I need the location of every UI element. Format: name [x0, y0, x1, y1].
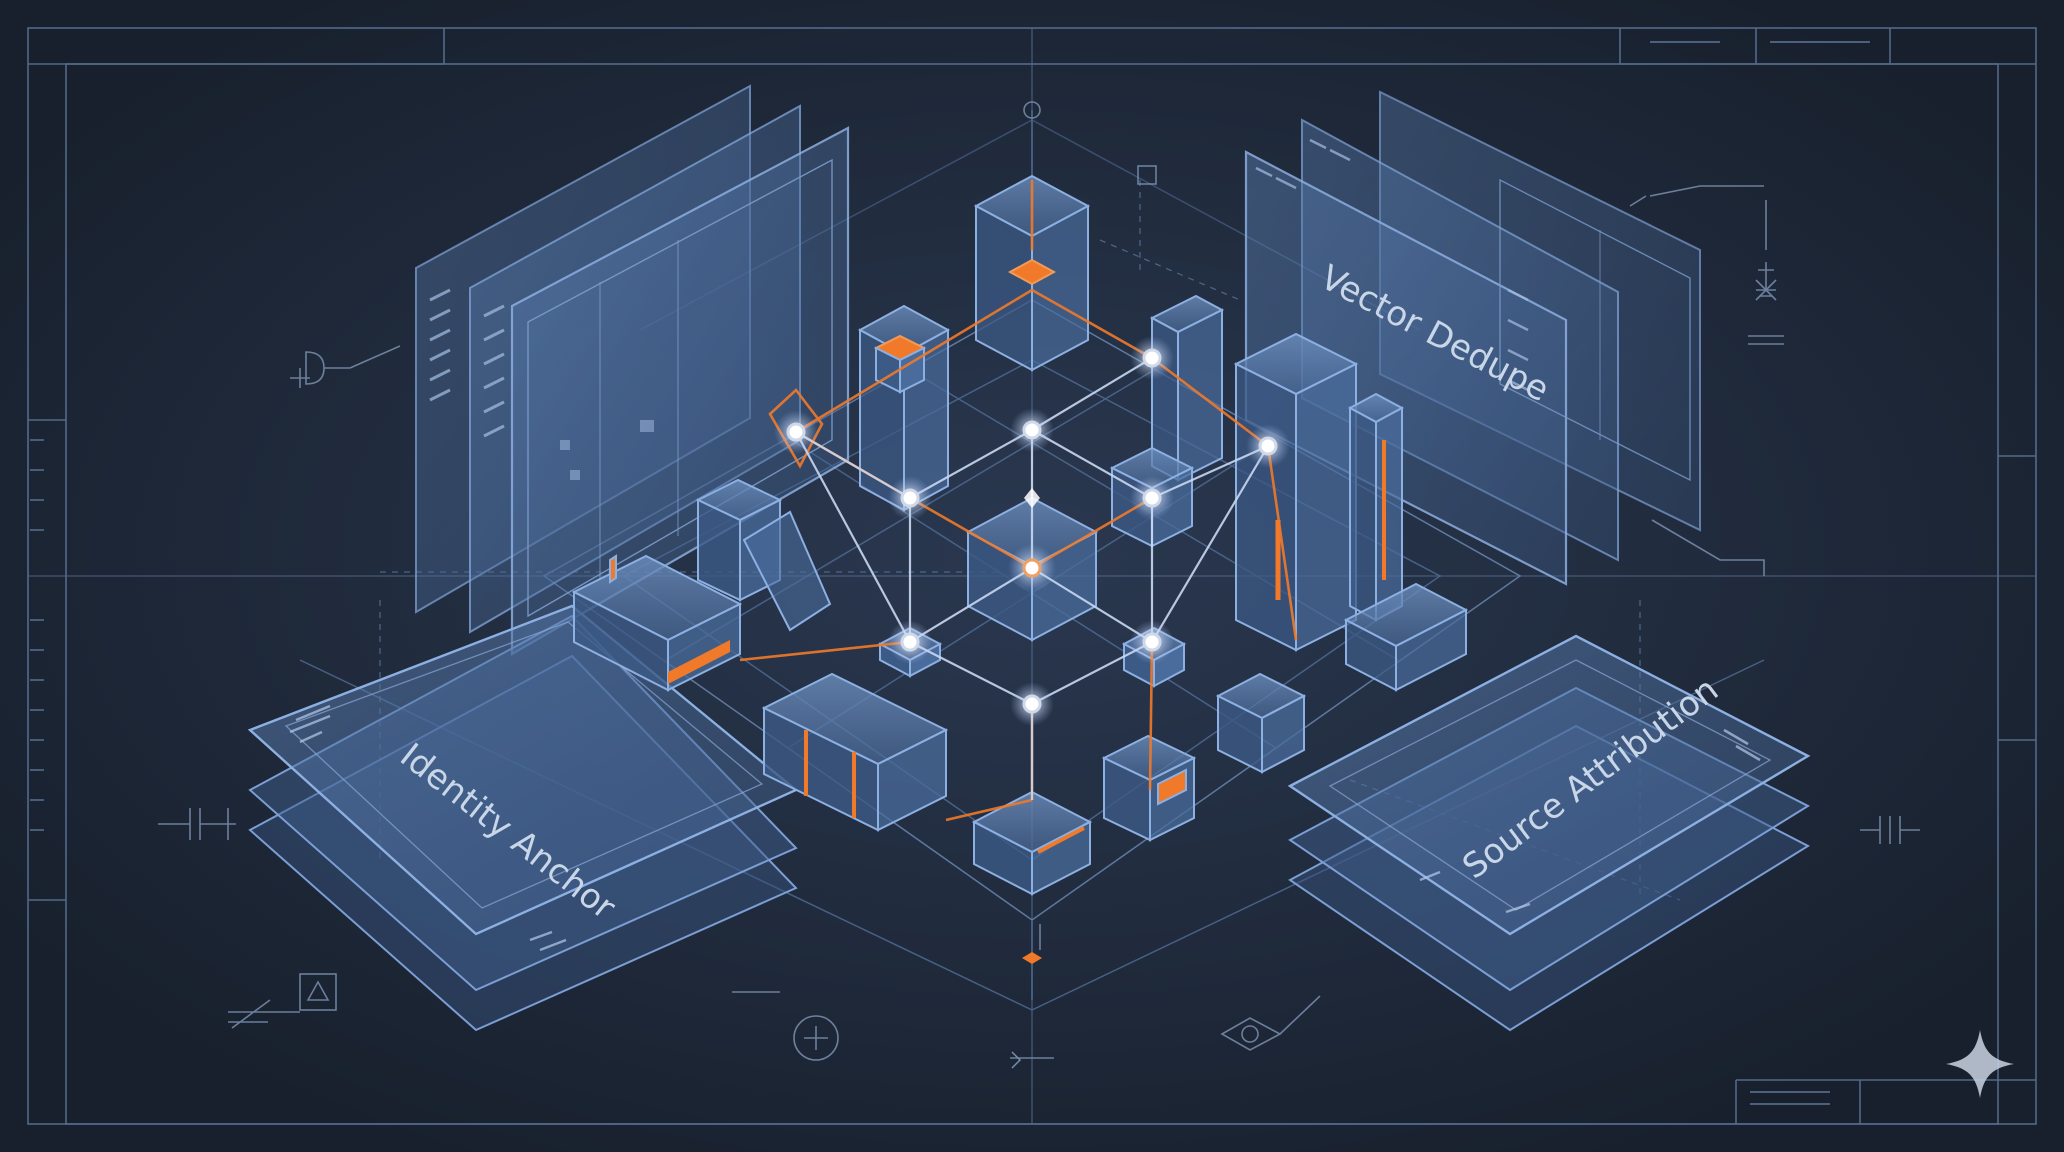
graph-node	[1130, 476, 1174, 520]
sparkle-icon	[1946, 1030, 2014, 1098]
graph-node	[774, 410, 818, 454]
graph-node	[1010, 682, 1054, 726]
right-screen-panels: Vector Dedupe	[1244, 90, 1701, 586]
graph-node	[1008, 544, 1056, 592]
glowing-nodes	[774, 336, 1290, 726]
graph-node	[1010, 408, 1054, 452]
graph-node	[1246, 424, 1290, 468]
ruler-ticks	[30, 41, 1870, 1105]
graph-node-small	[1024, 488, 1040, 508]
graph-node	[888, 476, 932, 520]
arrow-indicator	[1011, 1051, 1022, 1069]
graph-node	[1130, 620, 1174, 664]
left-screen-panels	[415, 84, 850, 656]
source-attribution-panel-stack: Source Attribution	[1287, 634, 1811, 1032]
identity-anchor-panel-stack: Identity Anchor	[247, 604, 799, 1032]
graph-node	[1130, 336, 1174, 380]
graph-node	[888, 620, 932, 664]
floor-marker	[1022, 952, 1042, 964]
